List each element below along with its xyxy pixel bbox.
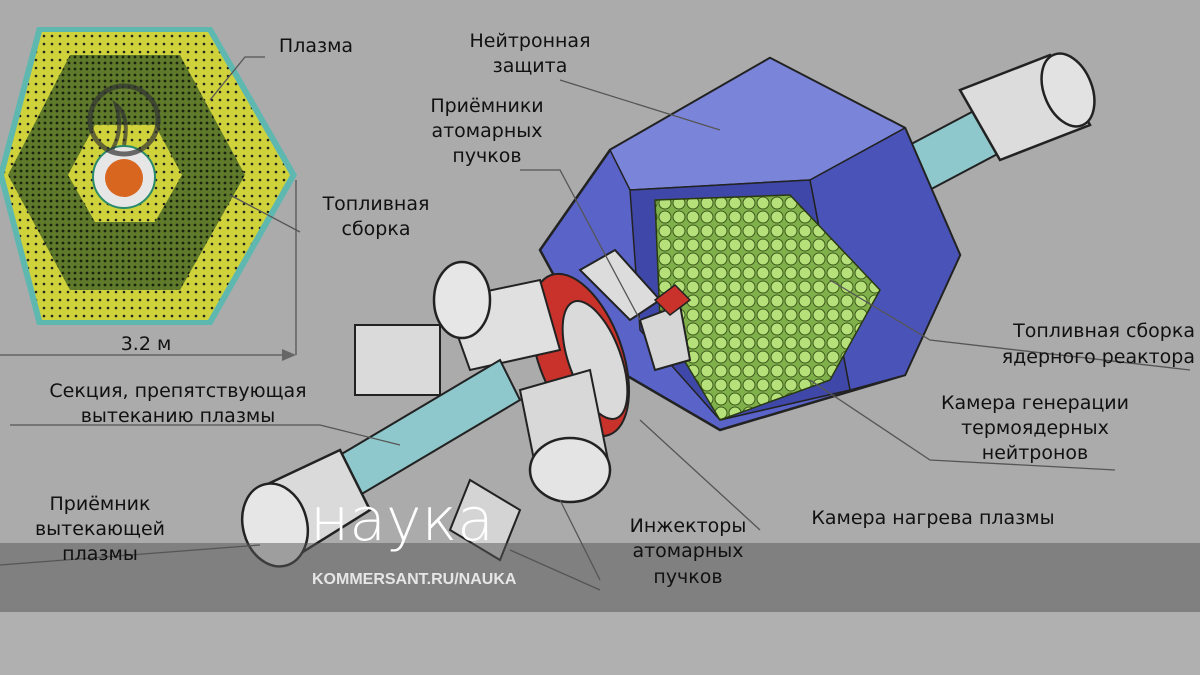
arrow-icon <box>282 349 296 361</box>
watermark-title: наука <box>310 485 494 555</box>
label-plasma-receiver-1: Приёмник <box>50 493 151 515</box>
label-neutron-chamber-2: термоядерных <box>961 417 1109 439</box>
label-neutron-chamber-3: нейтронов <box>982 442 1088 464</box>
label-plasma: Плазма <box>279 35 353 57</box>
label-reactor-fuel-1: Топливная сборка <box>1012 320 1195 342</box>
label-beam-receivers-1: Приёмники <box>430 95 543 117</box>
label-leak-section-2: вытеканию плазмы <box>81 405 276 427</box>
label-injectors-3: пучков <box>653 566 722 588</box>
label-beam-receivers-3: пучков <box>452 145 521 167</box>
label-injectors-1: Инжекторы <box>630 515 747 537</box>
core-cross-section <box>0 27 297 325</box>
label-plasma-receiver-3: плазмы <box>62 543 138 565</box>
label-neutron-shield-1: Нейтронная <box>470 30 591 52</box>
bottom-strip <box>0 612 1200 675</box>
label-heating-chamber: Камера нагрева плазмы <box>811 507 1054 529</box>
label-plasma-receiver-2: вытекающей <box>35 518 165 540</box>
label-neutron-shield-2: защита <box>493 55 568 77</box>
logo-watermark-icon <box>87 83 161 157</box>
heating-chamber <box>529 248 692 438</box>
label-neutron-chamber-1: Камера генерации <box>941 392 1129 414</box>
label-dimension: 3.2 м <box>121 333 172 355</box>
beam-injectors <box>354 260 612 562</box>
label-leak-section-1: Секция, препятствующая <box>49 380 306 402</box>
label-beam-receivers-2: атомарных <box>431 120 542 142</box>
label-fuel-assembly-1: Топливная <box>322 193 430 215</box>
right-pipe <box>898 52 1096 197</box>
label-fuel-assembly-2: сборка <box>342 218 411 240</box>
label-reactor-fuel-2: ядерного реактора <box>1002 346 1195 368</box>
plasma-core <box>105 159 143 197</box>
watermark-band <box>0 543 1200 612</box>
watermark-url: KOMMERSANT.RU/NAUKA <box>312 571 517 588</box>
label-injectors-2: атомарных <box>632 540 743 562</box>
